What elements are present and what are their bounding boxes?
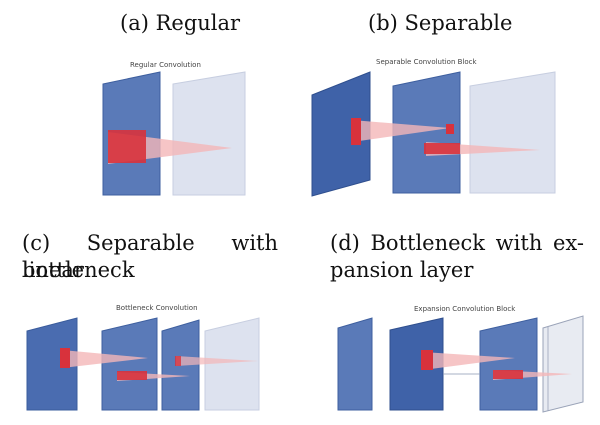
depthwise-projection: [423, 352, 515, 370]
panel-separable: [311, 71, 556, 197]
caption-regular: (a) Regular: [120, 11, 241, 35]
input-feature-map: [337, 317, 373, 411]
caption-expansion-line2: pansion layer: [330, 258, 474, 282]
output-feature-map: [469, 71, 556, 194]
depthwise-feature-map: [101, 317, 158, 411]
depthwise-kernel: [60, 348, 70, 368]
panel-title-regular: Regular Convolution: [130, 61, 201, 69]
caption-linear-bottleneck-line2: bottleneck: [22, 258, 135, 282]
output-feature-map: [172, 71, 246, 196]
panel-linear-bottleneck: [26, 317, 260, 411]
panel-expansion: [337, 315, 584, 413]
caption-separable: (b) Separable: [368, 11, 513, 35]
depthwise-feature-map: [479, 317, 538, 411]
depthwise-output-cell: [446, 124, 454, 134]
input-feature-map: [311, 71, 371, 197]
expansion-projection: [176, 356, 258, 366]
panel-title-separable: Separable Convolution Block: [376, 58, 477, 66]
output-feature-map: [204, 317, 260, 411]
caption-expansion-line1: (d) Bottleneck with ex-: [330, 231, 584, 255]
panel-title-expansion: Expansion Convolution Block: [414, 305, 516, 313]
expansion-feature-map: [389, 317, 444, 411]
panel-title-bottleneck: Bottleneck Convolution: [116, 304, 198, 312]
caption-linear-bottleneck-line1: (c) Separable with linear: [22, 231, 278, 282]
panel-regular: [102, 71, 246, 196]
pointwise-kernel: [117, 371, 147, 380]
bottleneck-kernel: [175, 356, 181, 366]
depthwise-feature-map: [392, 71, 461, 194]
pointwise-kernel: [424, 143, 460, 154]
kernel-block: [108, 130, 146, 163]
depthwise-kernel: [351, 118, 361, 145]
depthwise-projection: [352, 120, 450, 142]
input-feature-map: [26, 317, 78, 411]
pointwise-kernel: [493, 370, 523, 379]
output-thin-feature-map: [542, 315, 584, 413]
depthwise-kernel: [421, 350, 433, 370]
depthwise-projection: [62, 350, 148, 368]
